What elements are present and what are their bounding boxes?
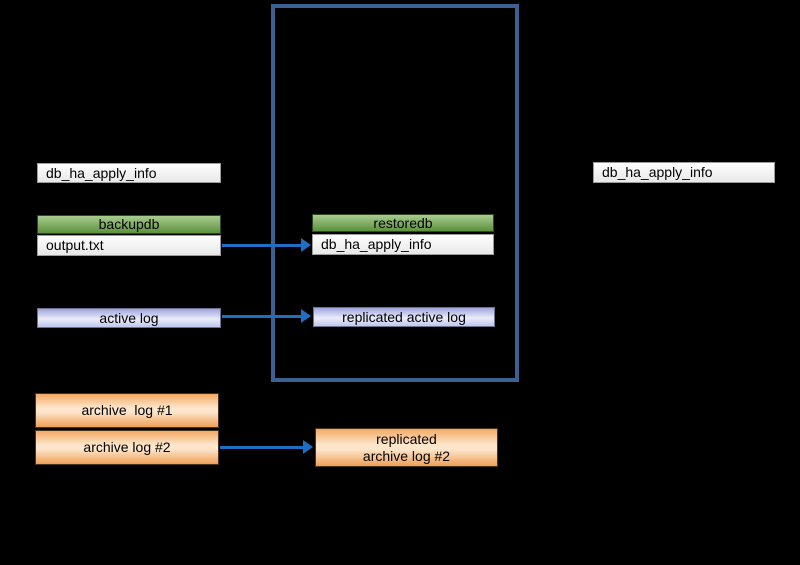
- backupdb-box: backupdb: [37, 215, 221, 234]
- archive-log-1-box: archive log #1: [35, 393, 219, 428]
- replicated-active-log-box: replicated active log: [313, 307, 495, 327]
- restoredb-box: restoredb: [312, 214, 494, 232]
- arrow-head-icon: [301, 309, 311, 323]
- arrow-output-txt-to-slave-db-ha-icon: [222, 238, 311, 252]
- arrow-shaft: [222, 314, 304, 318]
- output-txt-box: output.txt: [37, 235, 221, 256]
- active-log-box: active log: [37, 308, 221, 328]
- archive-log-2-box: archive log #2: [35, 430, 219, 465]
- slave-container-frame: [271, 4, 519, 382]
- arrow-shaft: [220, 445, 306, 449]
- master-db-ha-apply-info-box: db_ha_apply_info: [37, 163, 221, 183]
- arrow-active-log-to-replicated-icon: [222, 309, 311, 323]
- right-db-ha-apply-info-box: db_ha_apply_info: [593, 162, 775, 183]
- slave-db-ha-apply-info-box: db_ha_apply_info: [312, 234, 494, 255]
- arrow-archive-log-2-to-replicated-icon: [220, 440, 313, 454]
- arrow-head-icon: [303, 440, 313, 454]
- arrow-shaft: [222, 243, 304, 247]
- arrow-head-icon: [301, 238, 311, 252]
- replicated-archive-log-2-box: replicated archive log #2: [315, 428, 498, 467]
